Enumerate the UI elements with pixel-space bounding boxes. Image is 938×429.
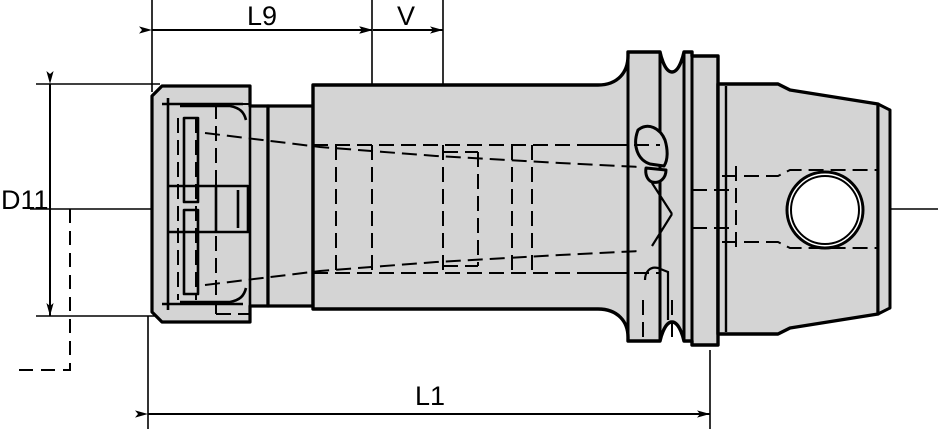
collet-slot-lower xyxy=(182,208,200,296)
collet-slot-upper xyxy=(182,116,200,204)
dimension-label-d11: D11 xyxy=(1,185,49,215)
dimension-label-l1: L1 xyxy=(415,381,446,411)
slot-edge-down xyxy=(651,182,673,215)
slot-mirror-lower xyxy=(643,266,670,320)
collet-nut-internals xyxy=(150,85,252,323)
hidden-taper-upper xyxy=(204,132,641,168)
drive-slot-lower-lip xyxy=(644,166,668,184)
hidden-internal-lines xyxy=(177,103,878,341)
slot-edge-up xyxy=(651,213,673,247)
nut-chamfer-bottom xyxy=(151,311,163,323)
hidden-taper-lower xyxy=(204,250,641,286)
holder-body-shape xyxy=(311,50,720,347)
dimension-extension-lines xyxy=(36,0,711,429)
drive-slot-upper xyxy=(634,124,669,168)
collet-seat-bottom xyxy=(180,287,248,304)
nut-chamfer-top xyxy=(151,85,163,97)
construction-lines xyxy=(12,209,71,371)
shank-detail-lines xyxy=(724,86,880,332)
dimension-lines xyxy=(46,26,710,418)
locating-line-left xyxy=(12,209,71,371)
dimension-label-l9: L9 xyxy=(247,1,278,31)
gripper-groove-lines xyxy=(643,182,673,320)
hidden-shank-top xyxy=(722,169,878,177)
part-body-fill xyxy=(150,50,892,347)
clamping-hole-group xyxy=(785,170,865,250)
shank-end-face xyxy=(876,102,892,316)
dimension-label-v: V xyxy=(397,1,416,31)
collet-bore-center xyxy=(168,184,250,234)
gripper-groove-detail xyxy=(634,124,669,184)
clamping-hole-inner-circle xyxy=(790,175,860,245)
collet-seat-top xyxy=(180,104,248,121)
